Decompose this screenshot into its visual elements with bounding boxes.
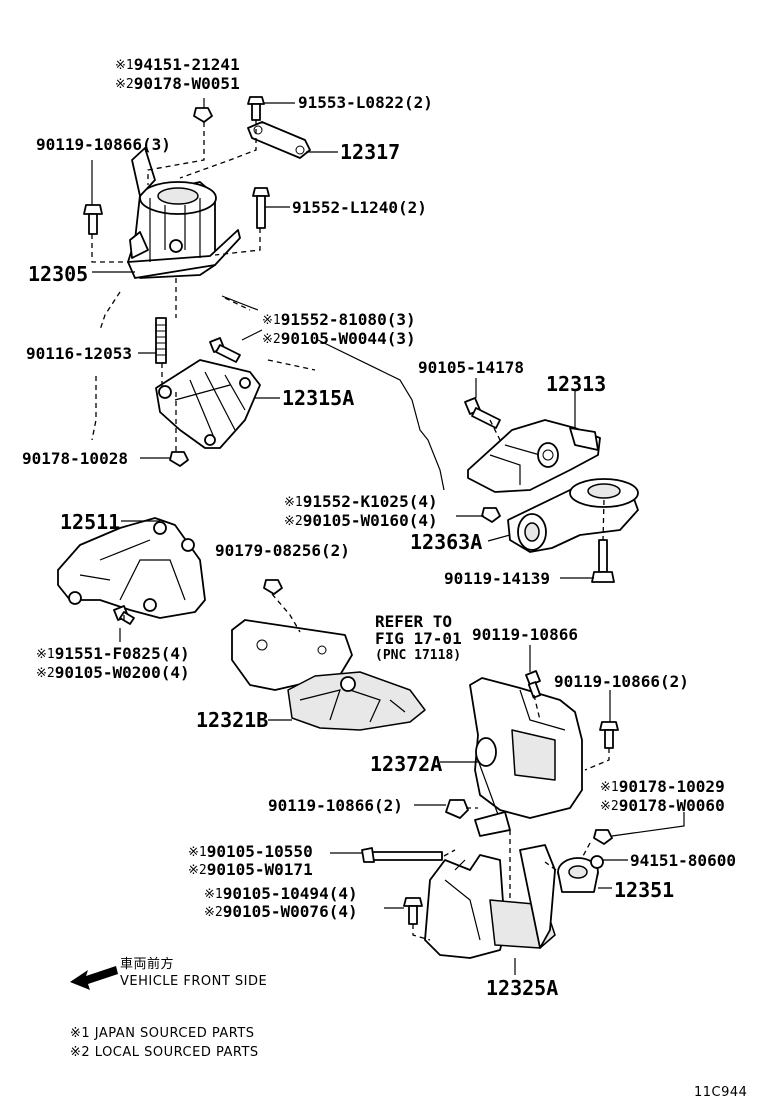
nut-90178-10028: [169, 451, 189, 467]
bracket-12325A: [424, 844, 556, 959]
front-label-en: VEHICLE FRONT SIDE: [120, 974, 268, 989]
bracket-12315A: [155, 359, 261, 449]
bolt-91553-L0822: [247, 96, 265, 121]
label-12325A: 12325A: [486, 976, 559, 1000]
bolt-90119-14139: [591, 539, 615, 583]
label-12363A: 12363A: [410, 530, 483, 554]
mount-12372A: [469, 677, 583, 837]
leader-lines: [91, 98, 685, 975]
bolt-90119-10866-a: [525, 670, 542, 699]
label-12315A: 12315A: [282, 386, 355, 410]
refer-to-line2[interactable]: FIG 17-01: [375, 629, 462, 648]
label-94151-80600: 94151-80600: [630, 851, 736, 870]
label-12511: 12511: [60, 510, 121, 534]
label-90105-W0076: ※290105-W0076(4): [204, 902, 358, 921]
nut-91552-K1025: [481, 507, 501, 523]
label-90119-10866-3: 90119-10866(3): [36, 135, 171, 154]
stud-90116-12053: [155, 317, 167, 364]
label-90116-12053: 90116-12053: [26, 344, 132, 363]
label-90178-W0060: ※290178-W0060: [600, 796, 725, 815]
label-12317: 12317: [340, 140, 401, 164]
figure-id: 11C944: [694, 1085, 748, 1100]
nut-90179-08256: [263, 579, 283, 595]
label-90105-W0160: ※290105-W0160(4): [284, 511, 438, 530]
stay-12317: [247, 121, 311, 159]
bracket-12313: [467, 419, 601, 493]
label-12305: 12305: [28, 262, 89, 286]
label-90105-W0171: ※290105-W0171: [188, 860, 313, 879]
label-12321B: 12321B: [196, 708, 269, 732]
refer-to-line3: (PNC 17118): [375, 648, 462, 663]
label-91553-L0822: 91553-L0822(2): [298, 93, 433, 112]
refer-to-line1[interactable]: REFER TO: [375, 612, 453, 631]
label-90105-10494: ※190105-10494(4): [204, 884, 358, 903]
front-arrow-icon: [70, 966, 118, 990]
bushing-12351: [557, 857, 599, 893]
label-90179-08256: 90179-08256(2): [215, 541, 350, 560]
bolt-90119-10866-2-top: [599, 721, 619, 749]
washer-94151-80600: [590, 855, 604, 869]
label-91552-K1025: ※191552-K1025(4): [284, 492, 438, 511]
label-90119-10866: 90119-10866: [472, 625, 578, 644]
bolt-90105-10494: [403, 897, 423, 925]
label-12372A: 12372A: [370, 752, 443, 776]
label-90105-14178: 90105-14178: [418, 358, 524, 377]
label-91551-F0825: ※191551-F0825(4): [36, 644, 190, 663]
label-91552-81080: ※191552-81080(3): [262, 310, 416, 329]
label-91552-L1240: 91552-L1240(2): [292, 198, 427, 217]
bolt-90105-14178: [464, 397, 501, 429]
bolt-90119-10866-3: [83, 204, 103, 235]
assembly-lines: [91, 120, 610, 941]
label-90119-14139: 90119-14139: [444, 569, 550, 588]
engine-mount-12305: [127, 147, 241, 279]
label-12313: 12313: [546, 372, 607, 396]
label-90178-W0051: ※290178-W0051: [115, 74, 240, 93]
front-label-jp: 車両前方: [120, 957, 175, 972]
label-90105-W0200: ※290105-W0200(4): [36, 663, 190, 682]
bolt-90105-10550: [361, 847, 443, 863]
bolt-90119-10866-2-left: [445, 799, 469, 819]
legend-local: ※2 LOCAL SOURCED PARTS: [70, 1045, 259, 1060]
nut-90178-10029: [593, 829, 613, 845]
label-94151-21241: ※194151-21241: [115, 55, 240, 74]
bracket-12511: [57, 517, 206, 619]
label-90178-10028: 90178-10028: [22, 449, 128, 468]
nut-94151-21241: [193, 107, 213, 123]
label-90119-10866-2-top: 90119-10866(2): [554, 672, 689, 691]
bolt-91552-81080: [209, 337, 241, 363]
label-90105-W0044: ※290105-W0044(3): [262, 329, 416, 348]
bolt-91551-F0825: [113, 605, 135, 625]
bolt-91552-L1240: [252, 187, 270, 229]
legend-japan: ※1 JAPAN SOURCED PARTS: [70, 1026, 255, 1041]
insulator-12321B: [287, 671, 426, 731]
mount-12363A: [507, 478, 639, 553]
label-90178-10029: ※190178-10029: [600, 777, 725, 796]
label-90119-10866-2-left: 90119-10866(2): [268, 796, 403, 815]
label-12351: 12351: [614, 878, 675, 902]
label-90105-10550: ※190105-10550: [188, 842, 313, 861]
